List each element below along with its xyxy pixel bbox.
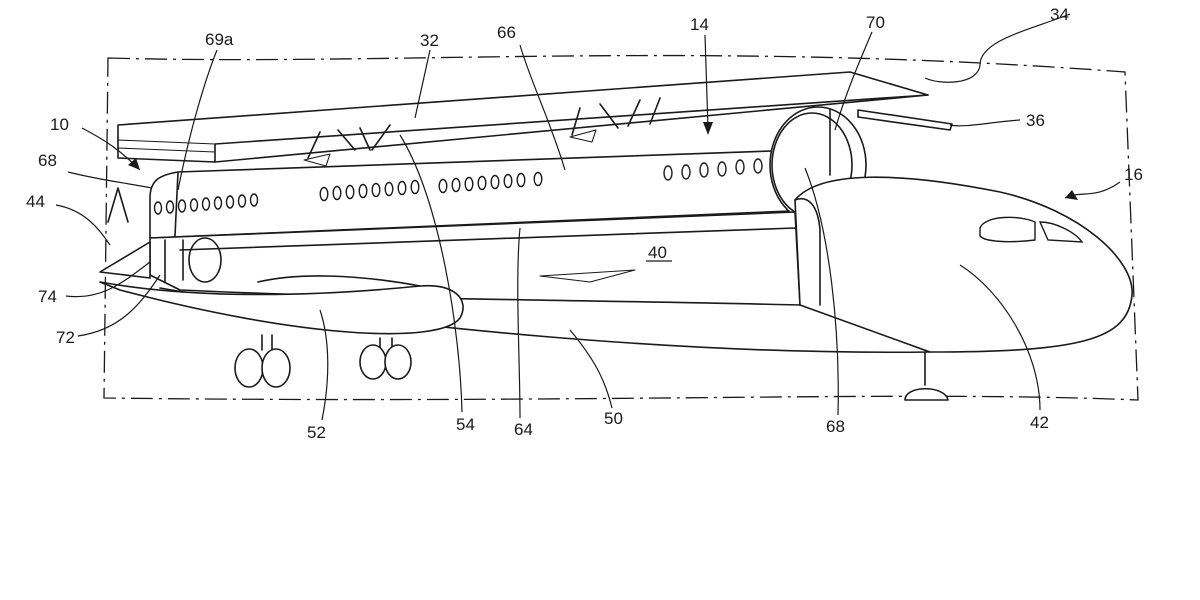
tail-section <box>99 187 222 283</box>
leader-lines <box>55 13 1121 421</box>
arrowhead-14 <box>703 122 713 135</box>
nose-section <box>794 176 1133 353</box>
fuselage-body <box>149 211 931 354</box>
label-54: 54 <box>456 415 475 434</box>
label-16: 16 <box>1124 165 1143 184</box>
label-40: 40 <box>648 243 667 262</box>
label-72: 72 <box>56 328 75 347</box>
label-52: 52 <box>307 423 326 442</box>
windows-rear <box>153 193 259 215</box>
label-68-bottom: 68 <box>826 417 845 436</box>
wing <box>99 269 636 335</box>
landing-gear <box>234 334 949 401</box>
label-34: 34 <box>1050 5 1069 24</box>
label-50: 50 <box>604 409 623 428</box>
label-68-left: 68 <box>38 151 57 170</box>
envelope-boundary <box>103 54 1139 401</box>
label-14: 14 <box>690 15 709 34</box>
label-74: 74 <box>38 287 57 306</box>
label-69a: 69a <box>205 30 234 49</box>
label-32: 32 <box>420 31 439 50</box>
arrowhead-10 <box>128 158 140 170</box>
label-36: 36 <box>1026 111 1045 130</box>
roof-module <box>117 71 953 163</box>
label-44: 44 <box>26 192 45 211</box>
arrowhead-16 <box>1065 190 1078 200</box>
label-42: 42 <box>1030 413 1049 432</box>
windows-middle <box>319 171 543 202</box>
windows-front <box>663 158 763 181</box>
label-70: 70 <box>866 13 885 32</box>
label-66: 66 <box>497 23 516 42</box>
support-struts <box>303 97 661 167</box>
label-64: 64 <box>514 420 533 439</box>
label-10: 10 <box>50 115 69 134</box>
